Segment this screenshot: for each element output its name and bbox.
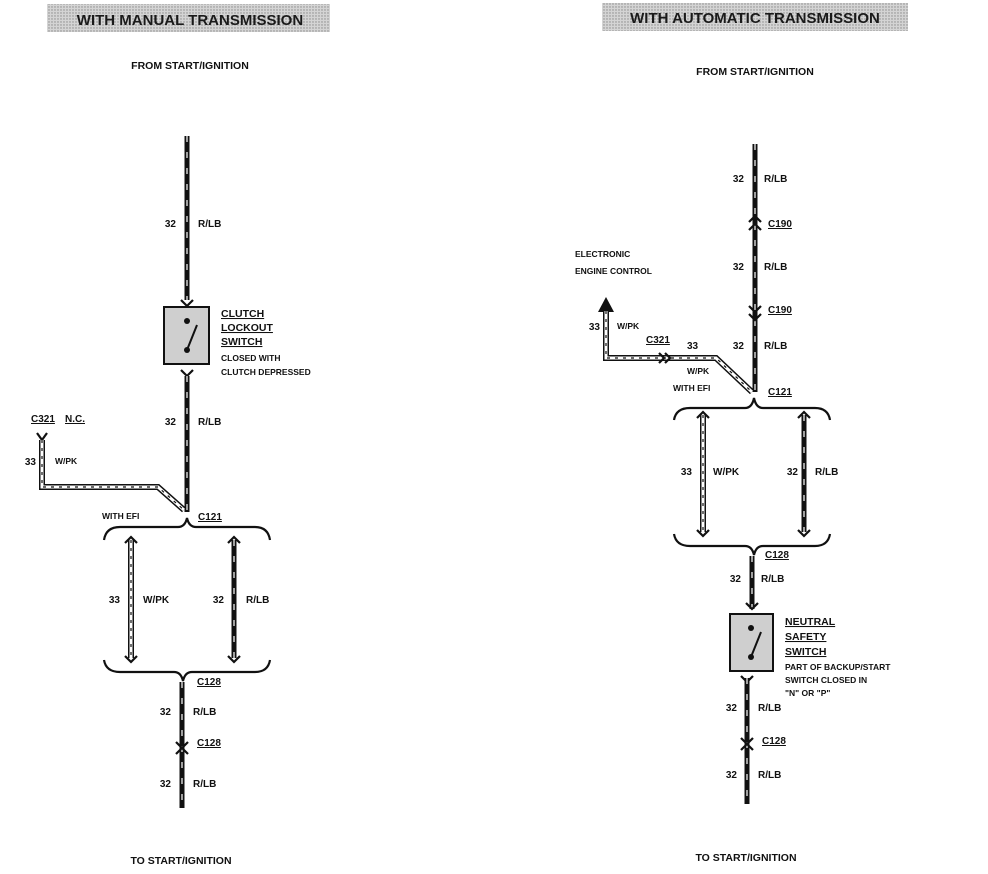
neutral-switch-note1: PART OF BACKUP/START	[785, 662, 891, 672]
automatic-wire-top-color: R/LB	[764, 174, 787, 185]
manual-from-label: FROM START/IGNITION	[131, 60, 249, 72]
manual-parallel-right	[227, 535, 241, 664]
manual-transmission-diagram: WITH MANUAL TRANSMISSION FROM START/IGNI…	[25, 4, 330, 867]
manual-branch-color: W/PK	[55, 456, 78, 466]
automatic-wire-5-color: R/LB	[758, 703, 781, 714]
neutral-switch-note2: SWITCH CLOSED IN	[785, 675, 867, 685]
manual-c128a-label: C128	[197, 677, 221, 688]
automatic-efi-label: WITH EFI	[673, 383, 710, 393]
manual-parallel-left-num: 33	[109, 595, 121, 606]
clutch-switch-line1: CLUTCH	[221, 308, 264, 320]
automatic-branch-num2: 33	[687, 341, 699, 352]
manual-wire-top	[180, 136, 194, 308]
automatic-branch-color: W/PK	[617, 321, 640, 331]
manual-nc-label: N.C.	[65, 414, 85, 425]
automatic-c128b-label: C128	[762, 736, 786, 747]
clutch-switch-note1: CLOSED WITH	[221, 353, 281, 363]
neutral-switch-line1: NEUTRAL	[785, 616, 836, 628]
manual-wire-low1-color: R/LB	[193, 707, 216, 718]
manual-wire-mid	[180, 369, 194, 512]
automatic-branch-num: 33	[589, 322, 601, 333]
manual-wire-top-num: 32	[165, 219, 177, 230]
automatic-transmission-diagram: WITH AUTOMATIC TRANSMISSION FROM START/I…	[575, 3, 908, 864]
manual-wire-mid-color: R/LB	[198, 417, 221, 428]
clutch-switch-line2: LOCKOUT	[221, 322, 273, 334]
neutral-switch-line3: SWITCH	[785, 646, 826, 658]
clutch-switch-line3: SWITCH	[221, 336, 262, 348]
automatic-parallel-right-num: 32	[787, 467, 799, 478]
automatic-wire-4-num: 32	[730, 574, 742, 585]
manual-parallel-left-color: W/PK	[143, 595, 170, 606]
manual-parallel-right-num: 32	[213, 595, 225, 606]
automatic-wire-4-color: R/LB	[761, 574, 784, 585]
automatic-header-banner	[602, 3, 908, 31]
automatic-parallel-right	[797, 410, 811, 538]
manual-splice-top	[102, 517, 272, 541]
automatic-wire-6-color: R/LB	[758, 770, 781, 781]
automatic-wire-2-num: 32	[733, 262, 745, 273]
automatic-wire-4	[745, 556, 759, 611]
manual-efi-label: WITH EFI	[102, 511, 139, 521]
automatic-wire-3-color: R/LB	[764, 341, 787, 352]
automatic-c190a-label: C190	[768, 219, 792, 230]
eec-label-line2: ENGINE CONTROL	[575, 266, 652, 276]
automatic-parallel-left-color: W/PK	[713, 467, 740, 478]
automatic-c121-label: C121	[768, 387, 792, 398]
automatic-from-label: FROM START/IGNITION	[696, 66, 814, 78]
manual-branch-num: 33	[25, 457, 37, 468]
manual-c121-label: C121	[198, 512, 222, 523]
automatic-splice-bottom	[672, 533, 832, 556]
automatic-parallel-right-color: R/LB	[815, 467, 838, 478]
manual-to-label: TO START/IGNITION	[130, 855, 231, 867]
automatic-wire-5-num: 32	[726, 703, 738, 714]
eec-arrow-icon	[598, 297, 614, 312]
automatic-wire-2-color: R/LB	[764, 262, 787, 273]
automatic-branch-color2: W/PK	[687, 366, 710, 376]
manual-wire-low	[175, 682, 189, 808]
clutch-lockout-switch	[163, 306, 210, 365]
neutral-switch-line2: SAFETY	[785, 631, 826, 643]
automatic-wire-low	[740, 675, 754, 804]
neutral-switch-note3: "N" OR "P"	[785, 688, 830, 698]
manual-wire-mid-num: 32	[165, 417, 177, 428]
automatic-wire-top-num: 32	[733, 174, 745, 185]
manual-header: WITH MANUAL TRANSMISSION	[77, 12, 303, 29]
automatic-c190b-label: C190	[768, 305, 792, 316]
manual-wire-top-color: R/LB	[198, 219, 221, 230]
automatic-wire-3-num: 32	[733, 341, 745, 352]
manual-c128b-label: C128	[197, 738, 221, 749]
clutch-switch-note2: CLUTCH DEPRESSED	[221, 367, 311, 377]
manual-wire-low1-num: 32	[160, 707, 172, 718]
automatic-wire-main	[748, 144, 762, 392]
automatic-header: WITH AUTOMATIC TRANSMISSION	[630, 10, 880, 27]
manual-c321-label: C321	[31, 414, 55, 425]
manual-parallel-left	[124, 535, 138, 664]
automatic-branch-wire	[598, 297, 755, 395]
automatic-to-label: TO START/IGNITION	[695, 852, 796, 864]
manual-wire-low2-color: R/LB	[193, 779, 216, 790]
eec-label-line1: ELECTRONIC	[575, 249, 630, 259]
neutral-safety-switch	[729, 613, 774, 672]
automatic-c128a-label: C128	[765, 550, 789, 561]
automatic-parallel-left-num: 33	[681, 467, 693, 478]
manual-wire-low2-num: 32	[160, 779, 172, 790]
automatic-splice-top	[672, 397, 832, 421]
automatic-parallel-left	[696, 410, 710, 538]
manual-branch-wire	[36, 432, 186, 513]
manual-header-banner	[47, 4, 330, 32]
automatic-wire-6-num: 32	[726, 770, 738, 781]
manual-parallel-right-color: R/LB	[246, 595, 269, 606]
manual-splice-bottom	[102, 659, 272, 682]
automatic-c321-label: C321	[646, 335, 670, 346]
